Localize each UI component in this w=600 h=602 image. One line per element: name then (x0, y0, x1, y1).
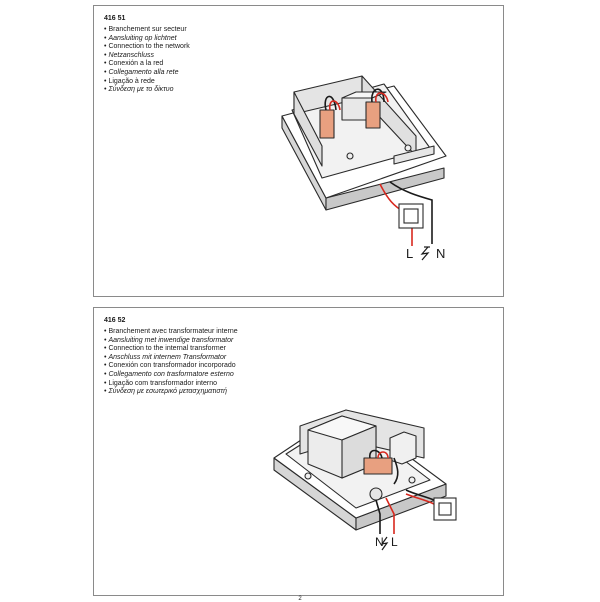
terminal-label-right: L (391, 535, 398, 549)
product-code: 416 51 (104, 15, 126, 22)
internal-wires (369, 449, 399, 485)
language-line: Collegamento alla rete (104, 69, 190, 78)
red-wire (385, 497, 395, 534)
terminal-label-left: L (406, 246, 413, 261)
language-line: Aansluiting op lichtnet (104, 35, 190, 44)
page-number: 2 (298, 596, 302, 602)
language-line: Connection to the network (104, 43, 189, 52)
mounting-hole (346, 152, 354, 160)
lightning-icon (380, 536, 389, 551)
device-front-face (325, 167, 445, 211)
mounting-hole (304, 472, 312, 480)
language-line: Conexión a la red (104, 60, 190, 69)
external-wires (375, 489, 435, 534)
section-text: 416 52 Branchement avec transformateur i… (104, 316, 238, 397)
language-line: Branchement avec transformateur interne (104, 328, 237, 337)
mounting-hole (408, 476, 416, 484)
language-line: Conexión con transformador incorporado (104, 362, 238, 371)
internal-wires (324, 88, 389, 111)
language-line: Branchement sur secteur (104, 26, 190, 35)
wiring-diagram-network: L N (281, 75, 447, 261)
black-wire (389, 181, 433, 244)
wall-switch-symbol (433, 497, 457, 521)
terminal-block-right (365, 101, 381, 129)
language-line: Ligação com transformador interno (104, 380, 238, 389)
wall-switch-symbol (398, 203, 424, 229)
terminal-label-left: N (375, 535, 384, 549)
section-text: 416 51 Branchement sur secteurAansluitin… (104, 14, 190, 95)
cable-entry-hole (369, 487, 383, 501)
device-illustration (281, 75, 447, 211)
language-line: Connection to the internal transformer (104, 345, 238, 354)
panel-network-connection: 416 51 Branchement sur secteurAansluitin… (93, 5, 504, 297)
product-code: 416 52 (104, 317, 126, 324)
language-line: Σύνδεση με εσωτερικό μετασχηματιστή (104, 388, 238, 397)
device-front-slot (393, 145, 435, 165)
terminal-block-left (319, 109, 335, 139)
language-line: Ligação à rede (104, 78, 190, 87)
mounting-hole (404, 144, 412, 152)
red-wire (405, 493, 435, 505)
terminal-block (363, 457, 393, 475)
terminal-label-right: N (436, 246, 445, 261)
device-left-wall (293, 91, 323, 167)
black-wire (375, 499, 381, 534)
language-line: Anschluss mit internem Transformator (104, 354, 238, 363)
language-line: Collegamento con trasformatore esterno (104, 371, 238, 380)
language-list: Branchement avec transformateur interneA… (104, 328, 238, 397)
wiring-diagram-transformer: N L (273, 409, 457, 551)
language-line: Aansluiting met inwendige transformator (104, 337, 238, 346)
language-line: Netzanschluss (104, 52, 190, 61)
black-wire (405, 489, 435, 501)
language-list: Branchement sur secteurAansluiting op li… (104, 26, 190, 95)
device-illustration (273, 409, 447, 531)
lightning-icon (420, 246, 430, 261)
language-line: Σύνδεση με το δίκτυο (104, 86, 190, 95)
panel-internal-transformer: 416 52 Branchement avec transformateur i… (93, 307, 504, 596)
transformer-top (341, 91, 387, 99)
